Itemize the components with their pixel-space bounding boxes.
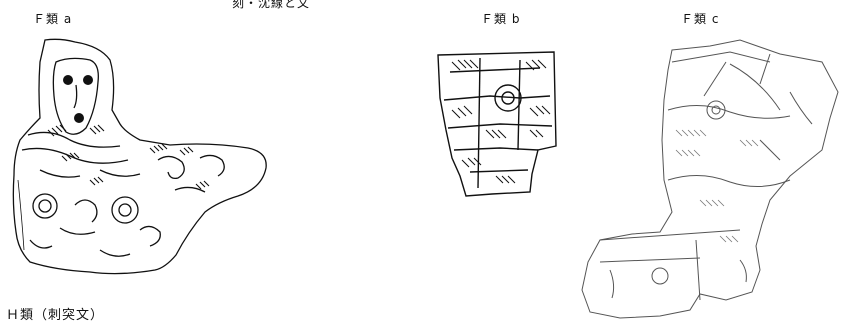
figure-label-h: Ｈ類（刺突文） (6, 308, 105, 323)
clipped-top-caption: 刻・沈線と文 (232, 0, 311, 10)
figure-label-f-c: Ｆ類 c (681, 12, 720, 26)
figure-label-f-a: Ｆ類 a (33, 12, 73, 26)
figurine-eye-left (63, 75, 73, 85)
figurine-drawing-f-a (12, 38, 267, 275)
figurine-mouth (74, 113, 84, 123)
figurine-eye-right (83, 75, 93, 85)
figure-label-f-b: Ｆ類 b (481, 12, 521, 26)
